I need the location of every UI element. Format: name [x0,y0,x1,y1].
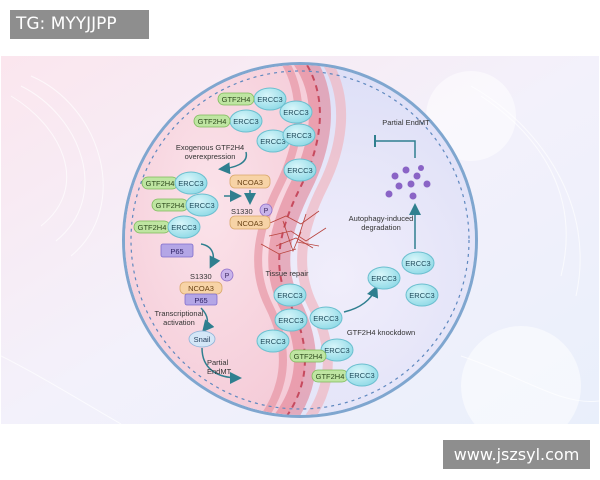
inhibition-line [375,140,416,158]
overexpression-arrow [218,151,248,175]
autophagy-label-line2: degradation [361,223,401,232]
gtf2h4-label: GTF2H4 [316,372,345,381]
transcriptional-label-line1: Transcriptional [155,309,204,318]
ercc3-cluster-right: ERCC3 ERCC3 ERCC3 [367,251,439,307]
phospho-badge [220,268,234,282]
gtf2h4-label: GTF2H4 [294,352,323,361]
gtf2h4-ercc3-complexes: GTF2H4 ERCC3 GTF2H4 ERCC3 GTF2H4 ERCC3 [133,171,219,239]
ercc3-label: ERCC3 [260,137,285,146]
ercc3-protein [273,283,307,307]
watermark-bottom: www.jszsyl.com [443,440,590,469]
ercc3-protein [274,308,308,332]
ercc3-label: ERCC3 [178,179,203,188]
transcriptional-label-line2: activation [163,318,195,327]
ercc3-label: ERCC3 [313,314,338,323]
ercc3-label: ERCC3 [171,223,196,232]
gtf2h4-label: GTF2H4 [222,95,251,104]
ercc3-label: ERCC3 [283,108,308,117]
gtf2h4-label: GTF2H4 [146,179,175,188]
watermark-top: TG: MYYJJPP [10,10,149,39]
ercc3-protein [309,306,343,330]
ercc3-label: ERCC3 [233,117,258,126]
arrow-p65-complex [200,243,221,269]
exogenous-label-line1: Exogenous GTF2H4 [176,143,244,152]
ercc3-protein [279,100,313,124]
arrow-snail-endmt [201,347,242,384]
ercc3-protein [167,215,201,239]
ercc3-protein [282,123,316,147]
phospho-label: P [264,208,269,215]
s1330-label-2: S1330 [190,272,212,281]
ercc3-label: ERCC3 [260,337,285,346]
ncoa3-protein [229,174,271,189]
gtf2h4-protein [217,92,255,106]
ncoa3-label: NCOA3 [188,284,214,293]
tissue-repair-label: Tissue repair [265,269,309,278]
ercc3-protein [185,193,219,217]
partial-endmt-left-line1: Partial [207,358,229,367]
snail-label: Snail [194,335,211,344]
p65-label: P65 [194,296,207,305]
ercc3-label: ERCC3 [257,95,282,104]
ercc3-label: ERCC3 [287,166,312,175]
tissue-repair-fibers [260,210,327,255]
ercc3-protein [345,363,379,387]
ercc3-protein [367,266,401,290]
autophagy-label-line1: Autophagy-induced [349,214,414,223]
diagram-panel: ERCC3 ERCC3 ERCC3 ERCC3 ERCC3 ERCC3 GTF2… [1,56,599,424]
ncoa3-label: NCOA3 [237,178,263,187]
exogenous-label-line2: overexpression [185,152,236,161]
ercc3-cluster-top: ERCC3 ERCC3 ERCC3 ERCC3 ERCC3 ERCC3 GTF2… [193,87,317,182]
ercc3-label: ERCC3 [409,291,434,300]
diagram-svg: ERCC3 ERCC3 ERCC3 ERCC3 ERCC3 ERCC3 GTF2… [1,56,599,424]
ercc3-cluster-bottom: ERCC3 ERCC3 ERCC3 ERCC3 ERCC3 GTF2H4 GTF… [256,283,379,387]
gtf2h4-protein [193,114,231,128]
p65-protein [160,243,194,258]
gtf2h4-label: GTF2H4 [138,223,167,232]
ercc3-label: ERCC3 [349,371,374,380]
ercc3-label: ERCC3 [278,316,303,325]
ercc3-label: ERCC3 [189,201,214,210]
ercc3-label: ERCC3 [277,291,302,300]
ercc3-label: ERCC3 [286,131,311,140]
ercc3-protein [405,283,439,307]
ncoa3-label: NCOA3 [237,219,263,228]
ercc3-label: ERCC3 [371,274,396,283]
ercc3-label: ERCC3 [405,259,430,268]
ercc3-protein [256,329,290,353]
ercc3-protein [283,158,317,182]
snail-protein [188,330,216,348]
degradation-fragments [385,165,431,200]
background-glow [426,71,516,161]
ercc3-label: ERCC3 [324,346,349,355]
background-glow-2 [461,326,581,424]
phospho-label: P [225,273,230,280]
partial-endmt-left-line2: EndMT [207,367,232,376]
p65-protein [184,293,218,306]
knockdown-arrow [343,285,379,313]
gtf2h4-label: GTF2H4 [198,117,227,126]
s1330-label: S1330 [231,207,253,216]
partial-endmt-right-label: Partial EndMT [382,118,430,127]
p65-label: P65 [170,247,183,256]
gtf2h4-protein [289,349,327,363]
ncoa3-protein [229,215,271,230]
ercc3-protein [401,251,435,275]
ercc3-protein [174,171,208,195]
knockdown-label: GTF2H4 knockdown [347,328,415,337]
arrow-transcription [200,307,215,333]
gtf2h4-label: GTF2H4 [156,201,185,210]
